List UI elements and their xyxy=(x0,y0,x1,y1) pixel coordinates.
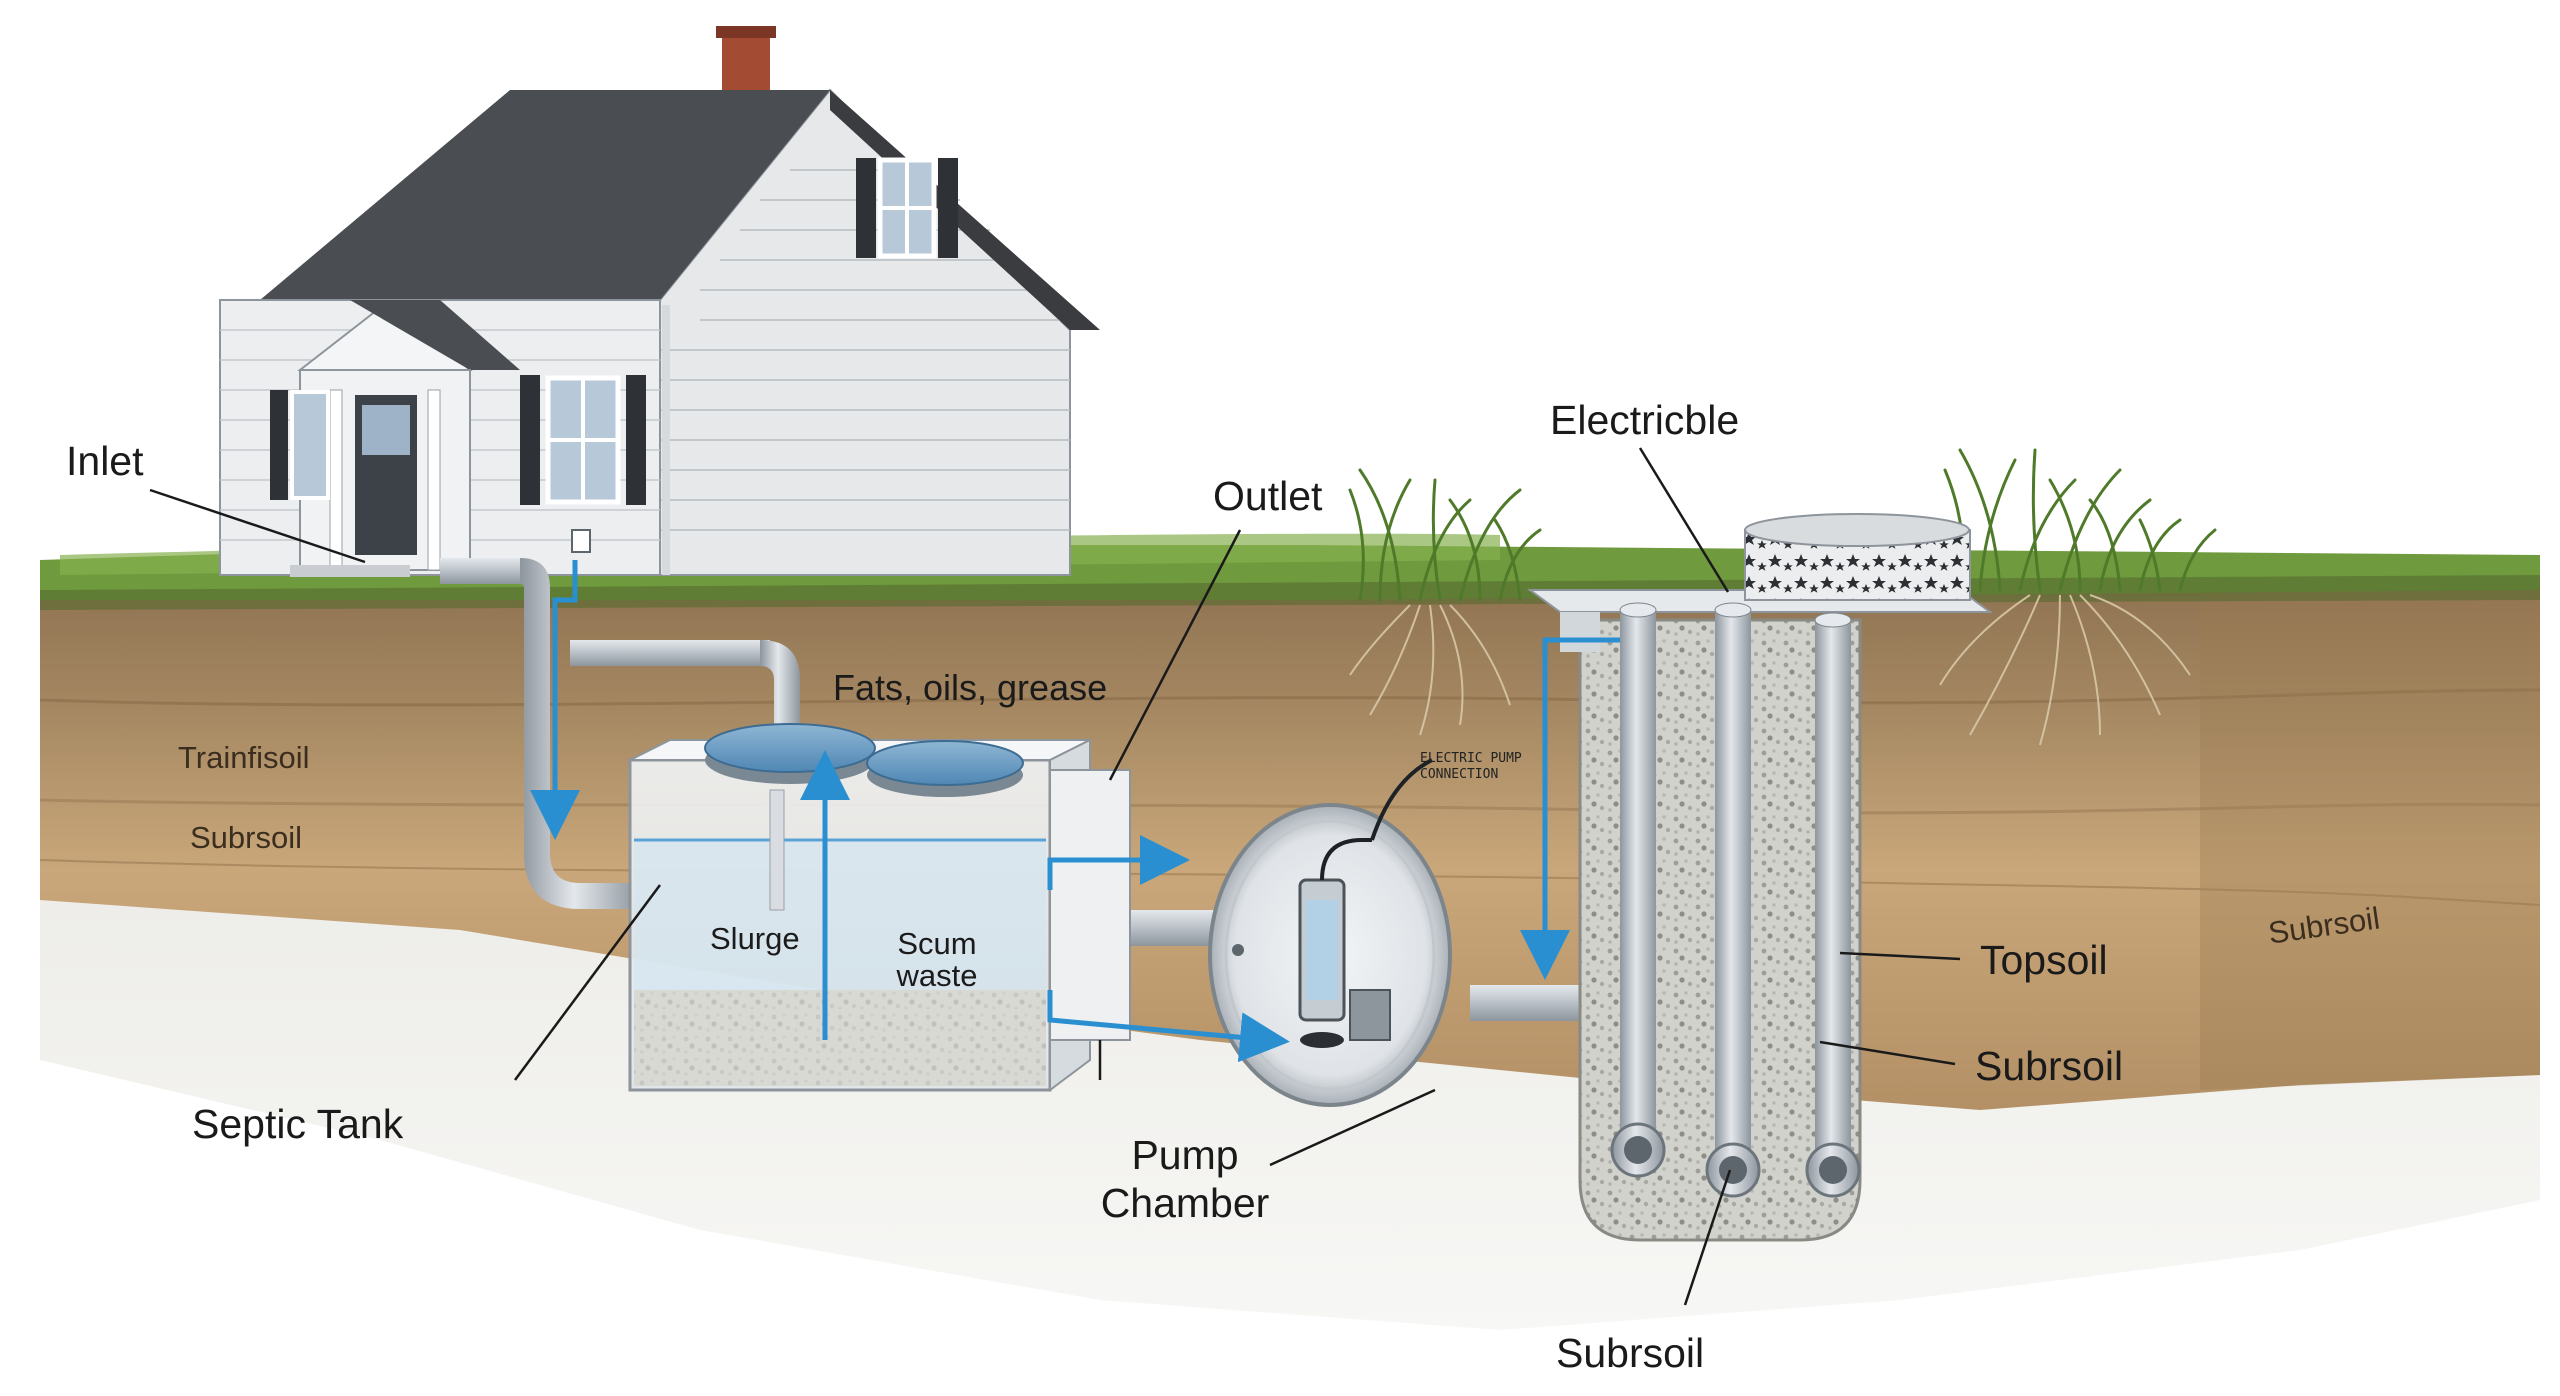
label-pump-tag-1: ELECTRIC PUMP xyxy=(1420,751,1522,766)
drain-field xyxy=(1526,513,1994,1242)
house xyxy=(219,26,1100,577)
flow-arrows xyxy=(530,560,1620,1063)
label-chamber: Chamber xyxy=(1100,1180,1270,1226)
label-septic-tank: Septic Tank xyxy=(192,1101,404,1147)
label-pump: Pump xyxy=(1131,1132,1239,1178)
label-topsoil: Topsoil xyxy=(1980,937,2108,983)
label-scum: Scum xyxy=(897,926,977,961)
label-subrsoil-left: Subrsoil xyxy=(190,820,302,855)
label-waste: waste xyxy=(896,958,978,993)
label-subrsoil-right: Subrsoil xyxy=(1975,1043,2124,1089)
label-sluge: Slurge xyxy=(710,921,800,956)
label-fats-oils-grease: Fats, oils, grease xyxy=(833,667,1108,708)
label-inlet: Inlet xyxy=(66,438,144,484)
grass-roots xyxy=(1349,594,2191,746)
label-electricble: Electricble xyxy=(1550,397,1740,443)
leader-lines xyxy=(149,447,1961,1306)
label-subrsoil-bottom: Subrsoil xyxy=(1556,1330,1705,1376)
label-pump-tag-2: CONNECTION xyxy=(1420,767,1499,782)
label-trainfisoil: Trainfisoil xyxy=(178,740,310,775)
septic-tank-body xyxy=(628,723,1131,1092)
label-outlet: Outlet xyxy=(1213,473,1323,519)
